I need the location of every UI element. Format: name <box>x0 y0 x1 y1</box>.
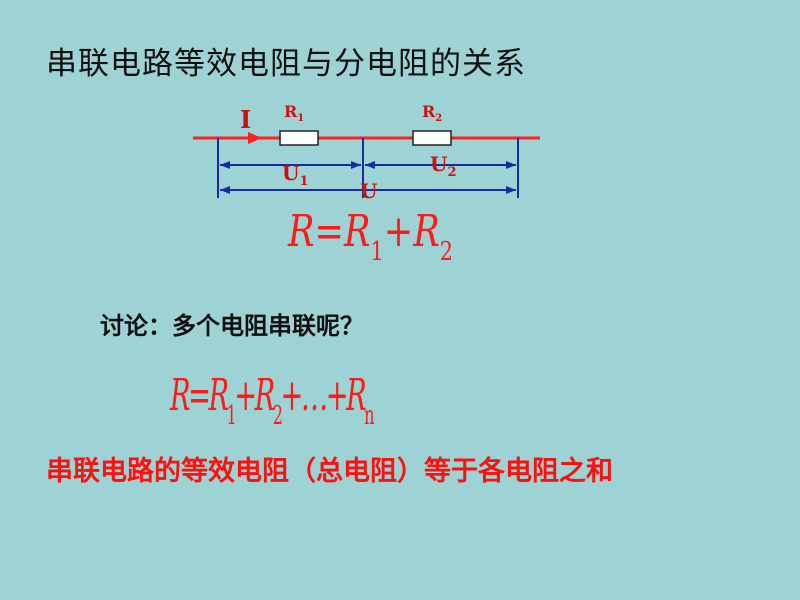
r1-label: R1 <box>284 102 304 124</box>
formula-n-resistors: R=R1+R2+…+Rn <box>170 370 374 431</box>
conclusion-text: 串联电路的等效电阻（总电阻）等于各电阻之和 <box>46 456 613 487</box>
u2-dimension-line <box>365 161 516 169</box>
discussion-question: 讨论：多个电阻串联呢？ <box>100 312 364 340</box>
u-dimension-line <box>220 186 516 194</box>
measure-ticks <box>217 138 519 198</box>
u-label: U <box>360 179 377 203</box>
r2-label: R2 <box>422 102 442 124</box>
u1-dimension-line <box>220 161 361 169</box>
current-arrow-icon <box>248 132 262 144</box>
resistor-r2 <box>412 130 452 146</box>
u1-label: U1 <box>282 161 309 189</box>
current-label: I <box>240 105 251 134</box>
formula-two-resistors: R=R1+R2 <box>288 206 454 267</box>
resistor-r1 <box>279 130 319 146</box>
page-title: 串联电路等效电阻与分电阻的关系 <box>46 46 526 82</box>
u2-label: U2 <box>430 152 457 180</box>
